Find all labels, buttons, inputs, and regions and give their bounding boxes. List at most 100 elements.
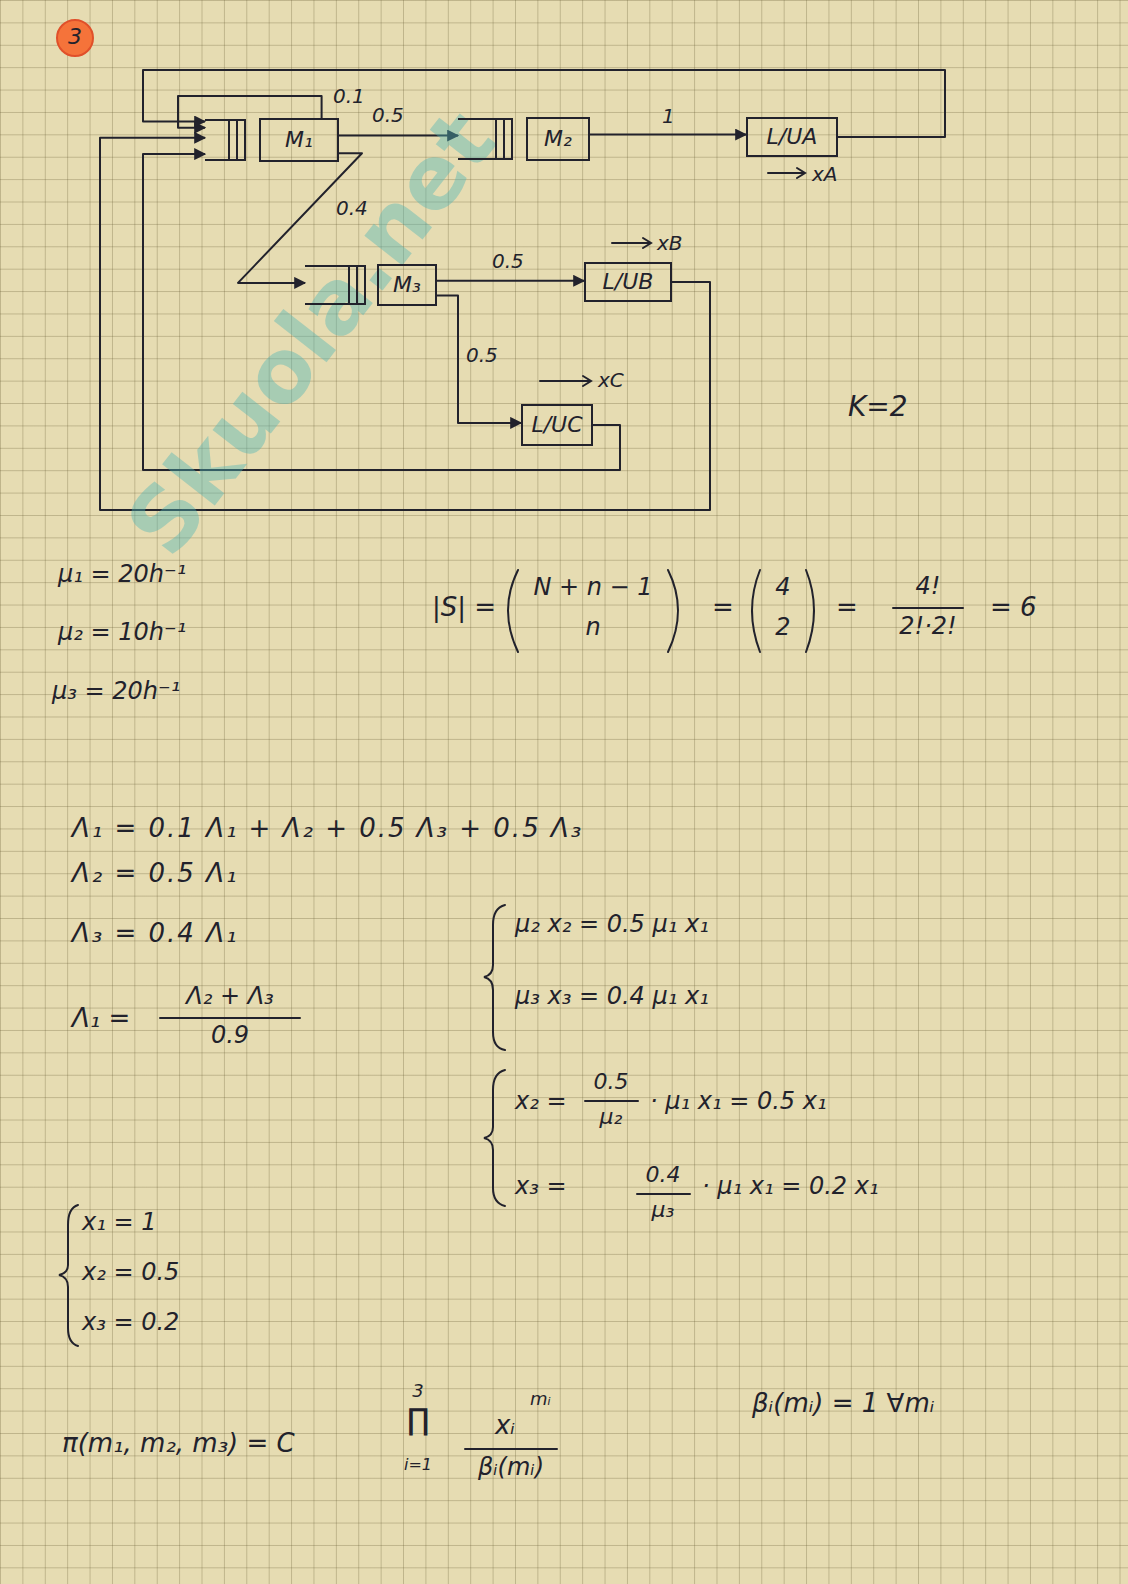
flow-connector [437, 296, 521, 423]
flow-connector [143, 70, 945, 137]
parameter: K=2 [848, 390, 908, 424]
box-outline: L/UC [521, 404, 593, 446]
routing-probability: 0.1 [333, 84, 365, 108]
flow-connector [590, 134, 746, 136]
equation: 3 [412, 1380, 423, 1402]
output-arrowhead [583, 376, 591, 386]
box-outline: L/UB [584, 262, 672, 302]
delay-box: L/UA [746, 117, 838, 157]
output-arrow [540, 380, 590, 382]
node-label: L/UC [531, 412, 582, 438]
node-label: L/UA [767, 124, 818, 150]
output-arrowhead [797, 168, 805, 178]
routing-probability: 0.4 [336, 196, 368, 220]
equation: μ₃ [652, 1197, 675, 1223]
fraction-line [585, 1100, 638, 1102]
equation: 0.9 [211, 1021, 249, 1050]
curly-brace [59, 1205, 78, 1346]
delay-box: L/UC [521, 404, 593, 446]
flow-connector [437, 280, 584, 282]
equation: Λ₃ = 0.4 Λ₁ [72, 918, 238, 949]
equation: 0.4 [646, 1162, 681, 1188]
server-box: M₁ [205, 118, 339, 162]
output-arrowhead [643, 238, 651, 248]
equation: μ₁ = 20h⁻¹ [58, 560, 186, 589]
server-box: M₃ [305, 264, 437, 306]
equation: = 6 [990, 592, 1037, 623]
binomial-paren [806, 570, 814, 652]
routing-probability: 1 [662, 104, 675, 128]
equation: n [585, 613, 600, 642]
equation: Λ₂ + Λ₃ [186, 982, 273, 1011]
equation: 2 [775, 613, 790, 642]
output-arrow [612, 242, 650, 244]
equation: 4! [916, 572, 941, 601]
equation: μ₂ = 10h⁻¹ [58, 618, 186, 647]
binomial-paren [668, 570, 678, 652]
equation: μ₃ = 20h⁻¹ [52, 677, 180, 706]
box-outline: M₁ [259, 118, 339, 162]
box-outline: L/UA [746, 117, 838, 157]
watermark: Skuola.net [105, 91, 516, 576]
equation: · μ₁ x₁ = 0.2 x₁ [702, 1172, 879, 1201]
callout-circle [57, 20, 93, 56]
fraction-line [893, 607, 963, 609]
output-label: xC [598, 368, 624, 392]
queue-symbol [205, 118, 247, 162]
equation: Λ₂ = 0.5 Λ₁ [72, 858, 238, 889]
server-box: M₂ [458, 117, 590, 161]
equation: = [712, 592, 734, 623]
equation: βᵢ(mᵢ) = 1 ∀mᵢ [752, 1388, 934, 1419]
equation: N + n − 1 [533, 573, 652, 602]
equation: x₃ = [515, 1172, 567, 1201]
equation: βᵢ(mᵢ) [478, 1453, 544, 1482]
equation: xᵢ [495, 1410, 515, 1441]
equation: i=1 [404, 1455, 432, 1474]
queue-symbol [458, 117, 514, 161]
box-outline: M₂ [526, 117, 590, 161]
equation: Λ₁ = [72, 1003, 130, 1034]
routing-probability: 0.5 [492, 249, 524, 273]
fraction-line [465, 1448, 557, 1450]
equation: 2!·2! [899, 612, 956, 641]
curly-brace [484, 1070, 505, 1206]
node-label: M₁ [285, 127, 313, 153]
equation: μ₂ [600, 1104, 623, 1130]
equation: μ₃ x₃ = 0.4 μ₁ x₁ [515, 982, 709, 1011]
fraction-line [637, 1193, 690, 1195]
equation: x₂ = [515, 1087, 567, 1116]
equation: x₁ = 1 [82, 1208, 156, 1237]
equation: μ₂ x₂ = 0.5 μ₁ x₁ [515, 910, 709, 939]
routing-probability: 0.5 [466, 343, 498, 367]
callout-number: 3 [68, 24, 82, 50]
routing-probability: 0.5 [372, 103, 404, 127]
flow-connector [178, 96, 322, 128]
output-label: xB [657, 231, 683, 255]
equation: mᵢ [530, 1388, 551, 1410]
equation: 4 [775, 573, 790, 602]
delay-box: L/UB [584, 262, 672, 302]
equation: 0.5 [594, 1069, 629, 1095]
equation: |S| = [432, 592, 496, 623]
binomial-paren [508, 570, 518, 652]
binomial-paren [752, 570, 760, 652]
output-arrow [768, 172, 804, 174]
equation: · μ₁ x₁ = 0.5 x₁ [650, 1087, 827, 1116]
equation: Λ₁ = 0.1 Λ₁ + Λ₂ + 0.5 Λ₃ + 0.5 Λ₃ [72, 813, 583, 844]
fraction-line [160, 1017, 300, 1019]
output-label: xA [812, 162, 838, 186]
node-label: M₂ [544, 126, 572, 152]
equation: π(m₁, m₂, m₃) = C [62, 1428, 295, 1459]
equation: = [836, 592, 858, 623]
equation: ∏ [407, 1402, 430, 1438]
node-label: M₃ [393, 272, 421, 298]
equation: x₃ = 0.2 [82, 1308, 179, 1337]
curly-brace [484, 905, 505, 1050]
queue-lines [205, 120, 245, 160]
queue-symbol [305, 264, 367, 306]
equation: x₂ = 0.5 [82, 1258, 179, 1287]
box-outline: M₃ [377, 264, 437, 306]
